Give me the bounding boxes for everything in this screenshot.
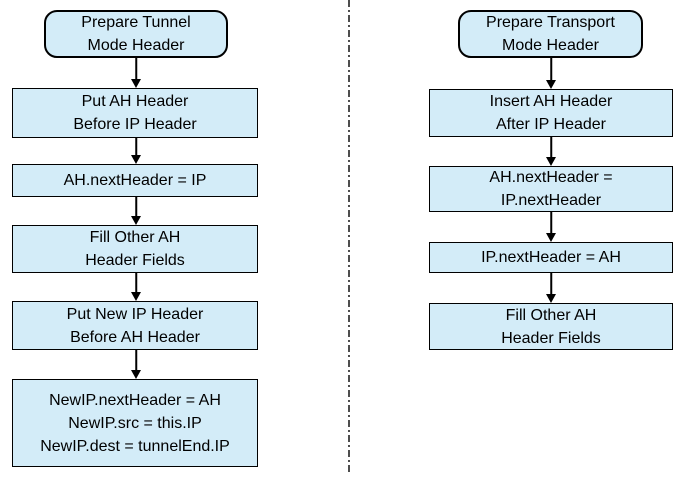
node-line: Before IP Header: [73, 116, 197, 133]
node-line: NewIP.src = this.IP: [68, 414, 202, 432]
flow-arrow-down: [131, 58, 141, 88]
flow-arrow-down: [131, 273, 141, 301]
node-line: AH.nextHeader = IP: [63, 172, 207, 189]
arrowhead-icon: [131, 216, 141, 225]
flow-arrow-down: [546, 137, 556, 166]
node-put-ah-header-before-ip-header: Put AH Header Before IP Header: [12, 88, 258, 138]
node-line: NewIP.nextHeader = AH: [49, 391, 221, 409]
arrowhead-icon: [131, 292, 141, 301]
node-line: NewIP.dest = tunnelEnd.IP: [40, 437, 230, 455]
node-ah-nextheader-equals-ip-nextheader: AH.nextHeader = IP.nextHeader: [429, 166, 673, 212]
node-line: After IP Header: [496, 116, 606, 133]
arrowhead-icon: [546, 80, 556, 89]
flow-arrow-down: [546, 273, 556, 303]
node-fill-other-ah-header-fields-tunnel: Fill Other AH Header Fields: [12, 225, 258, 273]
node-line: AH.nextHeader =: [489, 169, 613, 186]
flow-arrow-down: [546, 58, 556, 89]
arrowhead-icon: [546, 233, 556, 242]
node-line: Put AH Header: [81, 93, 189, 110]
node-line: IP.nextHeader = AH: [481, 249, 621, 266]
node-ip-nextheader-equals-ah: IP.nextHeader = AH: [429, 242, 673, 273]
arrowhead-icon: [131, 79, 141, 88]
node-line: Insert AH Header: [489, 93, 613, 110]
node-put-new-ip-header-before-ah-header: Put New IP Header Before AH Header: [12, 301, 258, 350]
column-divider-line: [348, 0, 350, 472]
node-line: IP.nextHeader: [500, 192, 602, 209]
node-line: Prepare Transport: [486, 14, 615, 31]
node-prepare-tunnel-mode-header: Prepare Tunnel Mode Header: [44, 10, 228, 58]
arrowhead-icon: [546, 157, 556, 166]
node-line: Before AH Header: [70, 328, 200, 346]
flow-arrow-down: [131, 138, 141, 164]
node-line: Put New IP Header: [66, 305, 204, 323]
flow-arrow-down: [131, 350, 141, 379]
node-line: Fill Other AH: [89, 229, 181, 246]
node-line: Header Fields: [85, 252, 185, 269]
arrowhead-icon: [131, 370, 141, 379]
flow-arrow-down: [131, 197, 141, 225]
node-line: Mode Header: [87, 37, 185, 54]
node-newip-assignments: NewIP.nextHeader = AH NewIP.src = this.I…: [12, 379, 258, 467]
arrowhead-icon: [131, 155, 141, 164]
arrowhead-icon: [546, 294, 556, 303]
node-line: Header Fields: [501, 329, 601, 347]
node-line: Mode Header: [502, 37, 599, 54]
flow-arrow-down: [546, 212, 556, 242]
node-insert-ah-header-after-ip-header: Insert AH Header After IP Header: [429, 89, 673, 137]
node-prepare-transport-mode-header: Prepare Transport Mode Header: [458, 10, 643, 58]
node-fill-other-ah-header-fields-transport: Fill Other AH Header Fields: [429, 303, 673, 350]
node-line: Fill Other AH: [505, 306, 597, 324]
node-line: Prepare Tunnel: [81, 14, 191, 31]
node-ah-nextheader-equals-ip: AH.nextHeader = IP: [12, 164, 258, 197]
